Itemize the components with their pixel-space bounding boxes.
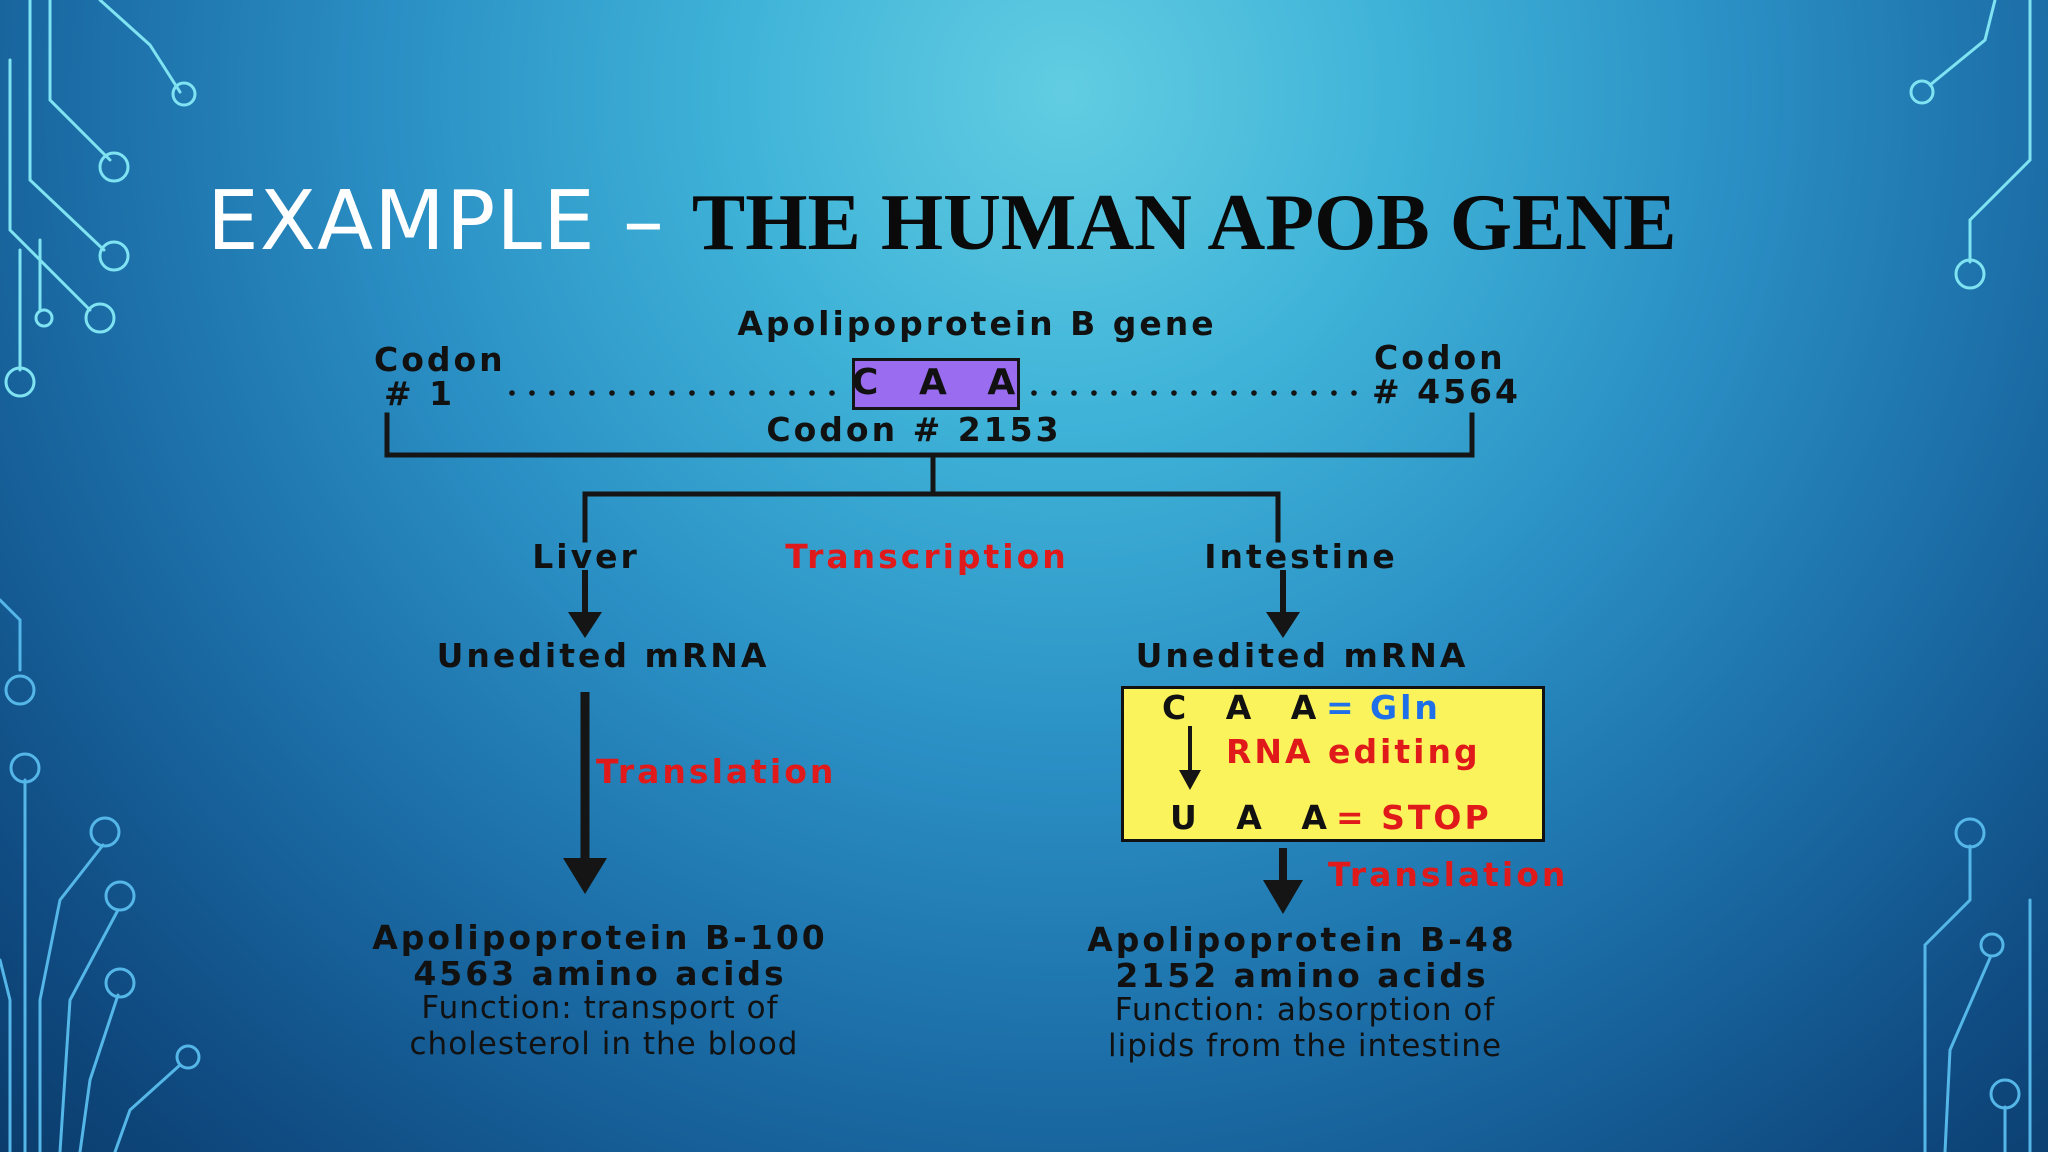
editing-stop: = STOP <box>1336 798 1492 837</box>
slide-title: EXAMPLE – THE HUMAN APOB GENE <box>207 172 1676 273</box>
gene-line-dot <box>769 390 775 396</box>
codon-mid-label: Codon # 2153 <box>766 410 1062 449</box>
intestine-translation-arrow <box>1263 848 1303 914</box>
gene-label: Apolipoprotein B gene <box>737 304 1217 343</box>
liver-amino-acids: 4563 amino acids <box>413 954 787 993</box>
title-prefix: EXAMPLE – <box>207 174 692 269</box>
intestine-amino-acids: 2152 amino acids <box>1115 956 1489 995</box>
editing-caa: C A A <box>1162 688 1331 727</box>
intestine-protein-name: Apolipoprotein B-48 <box>1087 920 1517 959</box>
gene-line-dot <box>1191 390 1197 396</box>
codon-right-label: Codon <box>1374 338 1506 377</box>
codon-left-number: # 1 <box>384 374 456 413</box>
gene-line-dot <box>629 390 635 396</box>
gene-line-dot <box>1351 390 1357 396</box>
gene-line-dot <box>689 390 695 396</box>
codon-right-number: # 4564 <box>1372 372 1521 411</box>
gene-line-dot <box>1091 390 1097 396</box>
gene-line-dot <box>569 390 575 396</box>
gene-line-dot <box>1111 390 1117 396</box>
liver-label: Liver <box>532 537 640 576</box>
gene-line-dot <box>829 390 835 396</box>
gene-line-dot <box>1171 390 1177 396</box>
liver-mrna-label: Unedited mRNA <box>436 636 770 675</box>
intestine-mrna-label: Unedited mRNA <box>1135 636 1469 675</box>
liver-function-line1: Function: transport of <box>421 990 779 1026</box>
gene-line-dot <box>609 390 615 396</box>
circuit-top-right <box>1909 0 2032 290</box>
editing-uaa: U A A <box>1170 798 1341 837</box>
editing-down-arrow <box>1179 726 1201 790</box>
gene-line-dot <box>589 390 595 396</box>
circuit-top-left <box>4 0 197 398</box>
gene-line-dot <box>1071 390 1077 396</box>
liver-translation-arrow <box>563 692 607 894</box>
title-main: THE HUMAN APOB GENE <box>691 179 1677 267</box>
liver-function-line2: cholesterol in the blood <box>409 1026 799 1062</box>
intestine-label: Intestine <box>1204 537 1398 576</box>
editing-gln: Gln <box>1370 688 1441 727</box>
gene-line-dot <box>529 390 535 396</box>
circuit-bottom-right <box>1923 817 2032 1152</box>
gene-line-dot <box>1131 390 1137 396</box>
gene-bracket <box>384 412 1475 458</box>
gene-line-dot <box>669 390 675 396</box>
gene-line-dot <box>729 390 735 396</box>
gene-line-dot <box>1291 390 1297 396</box>
gene-line-dot <box>1311 390 1317 396</box>
dotted-gene-line <box>509 390 1357 396</box>
gene-line-dot <box>549 390 555 396</box>
gene-line-dot <box>1151 390 1157 396</box>
gene-line-dot <box>809 390 815 396</box>
gene-line-dot <box>1211 390 1217 396</box>
gene-line-dot <box>1271 390 1277 396</box>
gene-line-dot <box>709 390 715 396</box>
codon-left-label: Codon <box>374 340 506 379</box>
intestine-function-line2: lipids from the intestine <box>1107 1028 1503 1064</box>
codon-caa-box <box>852 358 1020 410</box>
gene-line-dot <box>789 390 795 396</box>
gene-line-dot <box>1331 390 1337 396</box>
intestine-arrow <box>1266 570 1300 638</box>
gene-line-dot <box>509 390 515 396</box>
intestine-translation-label: Translation <box>1328 855 1569 894</box>
liver-protein-name: Apolipoprotein B-100 <box>372 918 828 957</box>
intestine-function-line1: Function: absorption of <box>1114 992 1496 1028</box>
liver-translation-label: Translation <box>596 752 837 791</box>
gene-line-dot <box>1251 390 1257 396</box>
editing-equals-1: = <box>1326 688 1357 727</box>
circuit-bottom-left <box>0 598 201 1152</box>
gene-line-dot <box>749 390 755 396</box>
gene-line-dot <box>1051 390 1057 396</box>
gene-line-dot <box>1031 390 1037 396</box>
liver-arrow <box>568 570 602 638</box>
gene-line-dot <box>649 390 655 396</box>
gene-line-dot <box>1231 390 1237 396</box>
transcription-label: Transcription <box>785 537 1069 576</box>
editing-rna-editing: RNA editing <box>1226 732 1481 771</box>
codon-caa-text: C A A <box>852 362 1030 403</box>
